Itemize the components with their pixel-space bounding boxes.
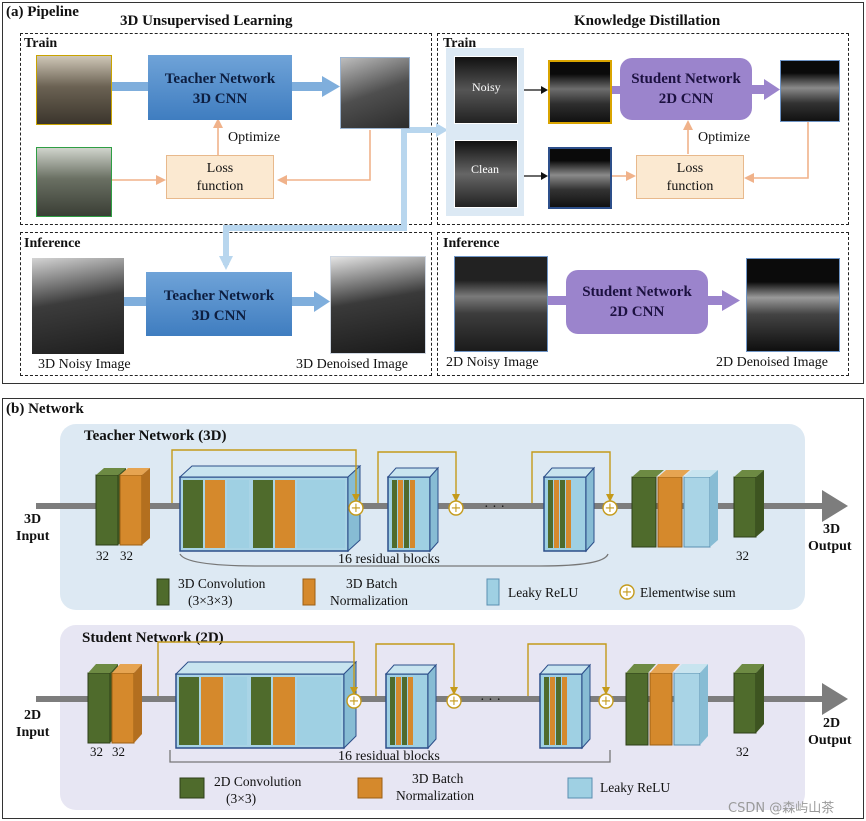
loss-line2-right: function — [666, 179, 714, 194]
student-output-label-2: Output — [808, 733, 852, 748]
volume-noisy-inference — [32, 258, 124, 354]
loss-function-left: Loss function — [166, 155, 274, 199]
teacher-network-train-block: Teacher Network 3D CNN — [148, 55, 292, 120]
clean-stack — [454, 140, 518, 208]
teacher-network-inference-block: Teacher Network 3D CNN — [146, 272, 292, 336]
student-network-train-block: Student Network 2D CNN — [620, 58, 752, 120]
teacher-num-3: 32 — [736, 548, 749, 563]
svg-text:+: + — [349, 694, 360, 709]
teacher-output-label-1: 3D — [823, 522, 841, 537]
legend3d-bn-2: Normalization — [330, 593, 408, 608]
legend3d-bn-1: 3D Batch — [346, 576, 398, 591]
pipeline-arrows — [110, 76, 809, 312]
legend2d-bn-1: 3D Batch — [412, 771, 464, 786]
teacher-num-2: 32 — [120, 548, 133, 563]
network-panel — [2, 398, 864, 819]
inference-label-right: Inference — [443, 236, 500, 251]
optimize-label-left: Optimize — [228, 130, 281, 145]
volume-noisy-input-b — [36, 147, 112, 217]
svg-text:+: + — [449, 694, 460, 709]
svg-text:+: + — [605, 501, 616, 516]
student-num-1: 32 — [90, 744, 103, 759]
teacher-network-name-inf: Teacher Network — [163, 288, 275, 304]
architecture-diagram: + + + + — [36, 449, 848, 799]
clean-bscan-train — [548, 147, 612, 209]
student-input-label-2: Input — [16, 725, 50, 740]
teacher-num-1: 32 — [96, 548, 109, 563]
noisy3d-label: 3D Noisy Image — [38, 357, 131, 372]
volume-noisy-input-a — [36, 55, 112, 125]
noisy-tag: Noisy — [472, 80, 501, 94]
denoised2d-label: 2D Denoised Image — [716, 355, 828, 370]
volume-denoised-inference — [330, 256, 426, 354]
teacher-input-label-2: Input — [16, 529, 50, 544]
svg-text:+: + — [351, 501, 362, 516]
student-num-2: 32 — [112, 744, 125, 759]
student-network-sub-inf: 2D CNN — [609, 304, 665, 320]
noisy-bscan-inference — [454, 256, 548, 352]
train-label-left: Train — [24, 36, 58, 51]
student-ellipsis: · · · — [480, 693, 501, 708]
train-label-right: Train — [443, 36, 477, 51]
legend3d-sum: Elementwise sum — [640, 585, 736, 600]
denoised3d-label: 3D Denoised Image — [296, 357, 408, 372]
loss-line1-right: Loss — [676, 161, 704, 176]
left-section-title: 3D Unsupervised Learning — [120, 13, 293, 29]
noisy-bscan-train — [548, 60, 612, 124]
pipeline-header: (a) Pipeline — [6, 4, 79, 20]
student-input-label-1: 2D — [24, 708, 42, 723]
inference-box-right — [437, 232, 849, 376]
teacher-input-label-1: 3D — [24, 512, 42, 527]
denoised-bscan-inference — [746, 258, 840, 352]
legend3d-relu: Leaky ReLU — [508, 585, 579, 600]
student-residual-label: 16 residual blocks — [338, 749, 440, 764]
watermark: CSDN @森屿山茶 — [728, 801, 835, 816]
optimize-label-right: Optimize — [698, 130, 751, 145]
inference-label-left: Inference — [24, 236, 81, 251]
svg-text:+: + — [601, 694, 612, 709]
student-output-label-1: 2D — [823, 716, 841, 731]
volume-denoised-train — [340, 57, 410, 129]
svg-text:+: + — [451, 501, 462, 516]
legend3d-conv-2: (3×3×3) — [188, 593, 233, 608]
student-network-name-inf: Student Network — [582, 284, 692, 300]
student-network-name: Student Network — [631, 71, 741, 87]
teacher-network-title: Teacher Network (3D) — [84, 428, 227, 444]
legend3d-conv-1: 3D Convolution — [178, 576, 266, 591]
teacher-network-sub-inf: 3D CNN — [191, 308, 247, 324]
clean-tag: Clean — [471, 162, 499, 176]
svg-text:+: + — [622, 585, 633, 600]
legend2d-relu: Leaky ReLU — [600, 780, 671, 795]
teacher-network-sub: 3D CNN — [192, 91, 248, 107]
teacher-network-name: Teacher Network — [164, 71, 276, 87]
student-num-3: 32 — [736, 744, 749, 759]
noisy2d-label: 2D Noisy Image — [446, 355, 539, 370]
student-output-bscan-train — [780, 60, 840, 122]
student-network-inference-block: Student Network 2D CNN — [566, 270, 708, 334]
teacher-residual-label: 16 residual blocks — [338, 552, 440, 567]
legend2d-bn-2: Normalization — [396, 788, 474, 803]
legend2d-conv-1: 2D Convolution — [214, 774, 302, 789]
loss-line2: function — [196, 179, 244, 194]
right-section-title: Knowledge Distillation — [574, 13, 721, 29]
pipeline-panel — [2, 2, 864, 384]
noisy-stack — [454, 56, 518, 124]
loss-line1: Loss — [206, 161, 234, 176]
loss-function-right: Loss function — [636, 155, 744, 199]
teacher-output-label-2: Output — [808, 539, 852, 554]
student-network-sub: 2D CNN — [658, 91, 714, 107]
legend2d-conv-2: (3×3) — [226, 791, 257, 806]
teacher-ellipsis: · · · — [484, 500, 505, 515]
network-header: (b) Network — [6, 401, 84, 417]
